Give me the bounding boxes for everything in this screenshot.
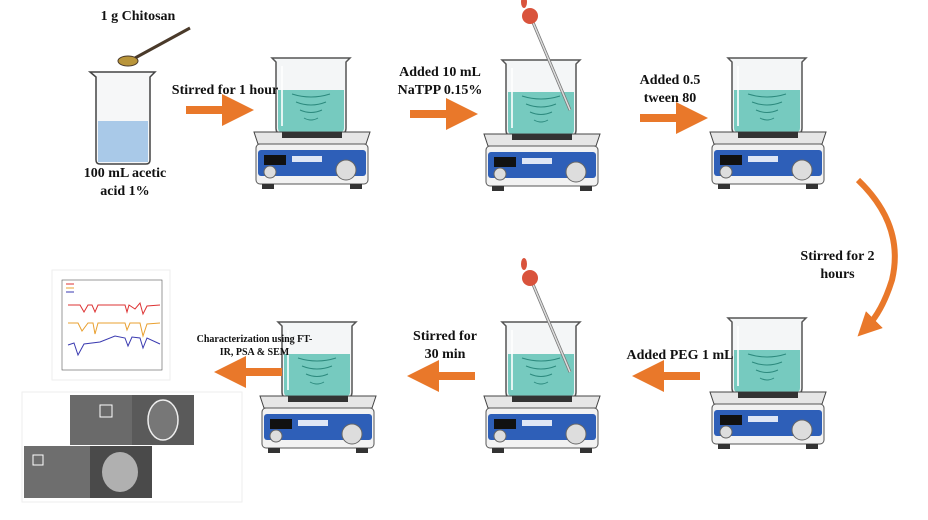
- label-step-5: Added PEG 1 mL: [626, 348, 734, 363]
- beaker-acetic-acid: [87, 71, 157, 165]
- label-step-6: Stirred for 30 min: [413, 329, 477, 362]
- arrows: [186, 94, 708, 392]
- stirrer-2: [484, 60, 600, 191]
- curved-arrow: [855, 177, 898, 337]
- stirrer-4: [710, 318, 826, 449]
- stirrer-3: [710, 58, 826, 189]
- stirrer-5: [484, 322, 600, 453]
- label-step-4: Stirred for 2 hours: [800, 249, 875, 282]
- spoon-icon: [117, 26, 191, 67]
- label-step-7: Characterization using FT-IR, PSA & SEM: [196, 334, 313, 358]
- ftir-chart: [51, 269, 171, 381]
- sem-image: [70, 395, 132, 445]
- label-chitosan: 1 g Chitosan: [100, 9, 176, 24]
- sem-image: [24, 446, 90, 498]
- label-step-2: Added 10 mL NaTPP 0.15%: [397, 65, 483, 98]
- label-acetic-acid: 100 mL acetic acid 1%: [83, 166, 167, 199]
- stirrer-1: [254, 58, 370, 189]
- label-step-3: Added 0.5 tween 80: [639, 73, 701, 106]
- sem-images: [21, 391, 243, 503]
- label-step-1: Stirred for 1 hour: [171, 83, 279, 98]
